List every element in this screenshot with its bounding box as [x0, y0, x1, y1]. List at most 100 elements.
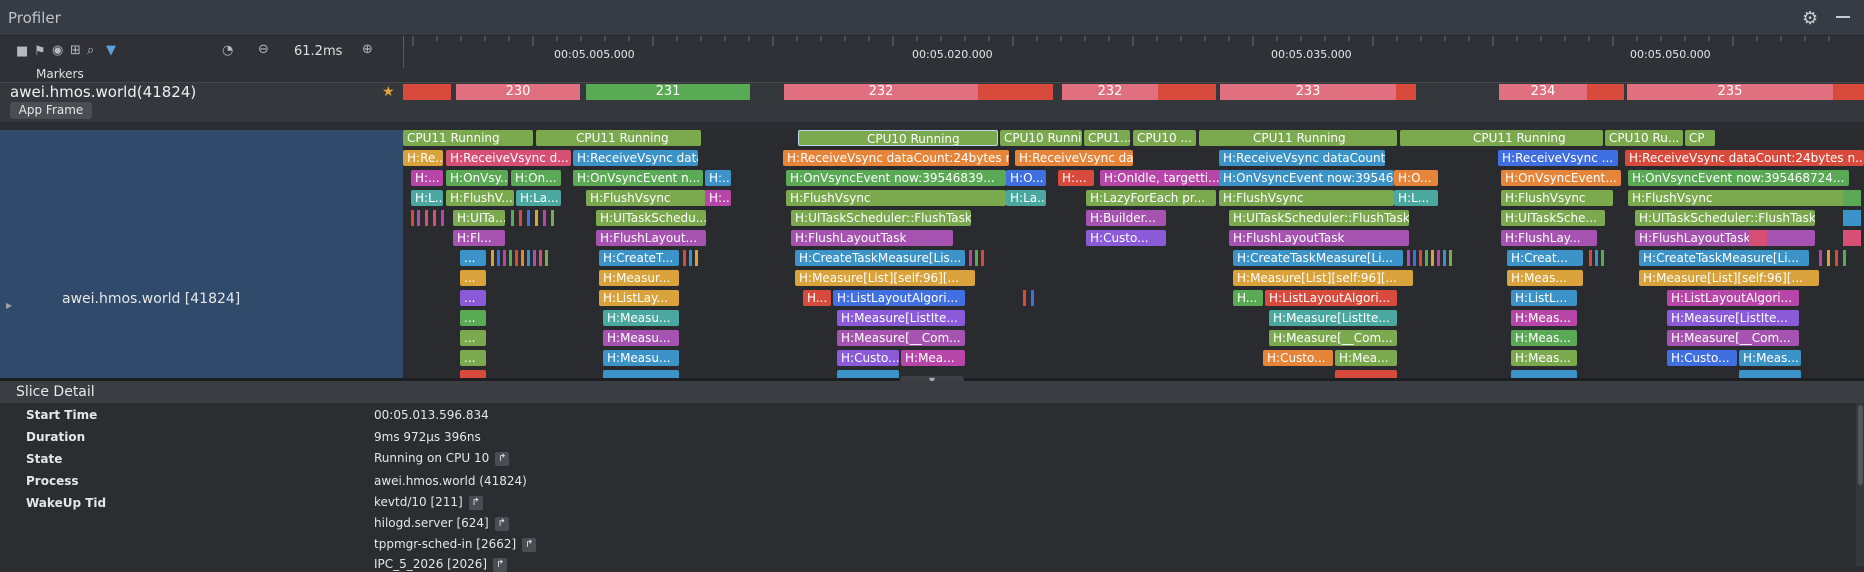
trace-slice[interactable]: H:ReceiveVsync dataCo...: [573, 150, 698, 166]
trace-slice[interactable]: ...: [460, 330, 486, 346]
trace-slice[interactable]: H:FlushLayout...: [596, 230, 706, 246]
trace-slice[interactable]: H:Measu...: [603, 330, 679, 346]
cpu-state-slice[interactable]: CPU11 Running: [403, 130, 533, 146]
trace-slice[interactable]: ...: [460, 310, 486, 326]
trace-slice[interactable]: H:ReceiveVsync dataCount:24bytes n...: [1625, 150, 1864, 166]
trace-slice[interactable]: H:OnVsy...: [446, 170, 508, 186]
trace-slice[interactable]: H:CreateTaskMeasure[Li...: [1233, 250, 1403, 266]
trace-slice[interactable]: H:OnIdle, targetti...: [1100, 170, 1220, 186]
jump-arrow-icon[interactable]: ↱: [495, 451, 510, 466]
trace-slice[interactable]: H:L...: [1394, 190, 1438, 206]
trace-slice[interactable]: H:CreateT...: [599, 250, 679, 266]
detail-scroll-thumb[interactable]: [1858, 405, 1863, 485]
trace-slice[interactable]: H:FlushVsync: [1219, 190, 1394, 206]
trace-slice[interactable]: H:UITaskScheduler::FlushTask: [791, 210, 971, 226]
export-icon[interactable]: ⊞: [70, 43, 81, 58]
trace-slice[interactable]: H...: [803, 290, 831, 306]
zoom-out-icon[interactable]: ⊖: [258, 42, 269, 57]
frame-bar[interactable]: 235: [1627, 84, 1833, 100]
search-icon[interactable]: ⌕: [87, 43, 95, 58]
trace-slice[interactable]: [603, 370, 679, 378]
trace-slice[interactable]: H:ReceiveVsync d...: [446, 150, 571, 166]
frame-bar[interactable]: 232: [784, 84, 978, 100]
star-icon[interactable]: ★: [382, 84, 395, 100]
expand-triangle-icon[interactable]: ▶: [6, 301, 13, 310]
cpu-state-slice[interactable]: CPU1...: [1084, 130, 1130, 146]
trace-slice[interactable]: H:...: [411, 170, 443, 186]
trace-slice[interactable]: H:OnVsyncEvent n...: [573, 170, 703, 186]
zoom-in-icon[interactable]: ⊕: [362, 42, 373, 57]
trace-slice[interactable]: [1511, 370, 1577, 378]
cpu-state-slice[interactable]: CPU10 ...: [1133, 130, 1196, 146]
reset-zoom-icon[interactable]: ◔: [222, 43, 234, 58]
trace-slice[interactable]: ...: [460, 350, 486, 366]
trace-slice[interactable]: H:Measure[List][self:96][...: [1639, 270, 1819, 286]
trace-slice[interactable]: H:OnVsyncEvent now:39546839...: [786, 170, 1006, 186]
trace-slice[interactable]: ...: [460, 250, 486, 266]
frame-bar[interactable]: [1158, 84, 1216, 100]
cpu-state-slice[interactable]: CPU10 Runni...: [1000, 130, 1082, 146]
trace-slice[interactable]: H:Measure[ListIte...: [1269, 310, 1397, 326]
trace-slice[interactable]: H:Meas...: [1511, 330, 1577, 346]
trace-slice[interactable]: H:ListLayoutAlgori...: [1265, 290, 1397, 306]
cpu-state-slice-selected[interactable]: CPU10 Running: [798, 130, 998, 146]
trace-slice[interactable]: H:ReceiveVsync dataCount:24bytes no...: [1219, 150, 1385, 166]
trace-slice[interactable]: H:FlushVsync: [586, 190, 706, 206]
frame-bar[interactable]: 230: [456, 84, 580, 100]
jump-arrow-icon[interactable]: ↱: [468, 495, 483, 510]
cpu-state-slice[interactable]: CPU11 Running: [1400, 130, 1603, 146]
trace-slice[interactable]: H:OnVsyncEvent now:395468724...: [1628, 170, 1849, 186]
cpu-state-slice[interactable]: CP: [1685, 130, 1715, 146]
trace-slice[interactable]: H:UITaskScheduler::FlushTask: [1635, 210, 1815, 226]
trace-slice[interactable]: H:UITaskSche...: [1501, 210, 1605, 226]
trace-slice[interactable]: H:ListLayoutAlgori...: [1667, 290, 1799, 306]
record-icon[interactable]: ◉: [52, 43, 64, 58]
flag-icon[interactable]: ⚑: [34, 44, 46, 59]
trace-slice[interactable]: H:OnVsyncEvent now:39546855...: [1219, 170, 1394, 186]
trace-slice[interactable]: [460, 370, 486, 378]
trace-slice[interactable]: H:...: [705, 190, 731, 206]
trace-slice[interactable]: H:Measure[List][self:96][...: [1233, 270, 1413, 286]
trace-slice[interactable]: H:Meas...: [1511, 310, 1577, 326]
trace-slice[interactable]: H:UITa...: [453, 210, 505, 226]
trace-slice[interactable]: H:Measu...: [603, 310, 679, 326]
drag-handle[interactable]: ▼: [900, 376, 964, 385]
trace-slice[interactable]: H:ListL...: [1511, 290, 1577, 306]
trace-slice[interactable]: H:Builder...: [1086, 210, 1166, 226]
trace-slice[interactable]: H:Measur...: [599, 270, 679, 286]
jump-arrow-icon[interactable]: ↱: [493, 557, 508, 572]
trace-slice[interactable]: H:FlushVsync: [786, 190, 1006, 206]
trace-slice[interactable]: H:Meas...: [1739, 350, 1801, 366]
trace-slice[interactable]: H:Measure[ListIte...: [1667, 310, 1799, 326]
trace-slice[interactable]: H:L...: [411, 190, 443, 206]
trace-slice[interactable]: H:Measure[ListIte...: [837, 310, 965, 326]
trace-slice[interactable]: H:Meas...: [1507, 270, 1583, 286]
trace-slice[interactable]: H:O...: [1394, 170, 1438, 186]
thread-track[interactable]: CPU11 Running CPU11 Running CPU10 Runnin…: [403, 130, 1864, 378]
trace-slice[interactable]: H:FlushLayoutTask: [791, 230, 953, 246]
trace-slice[interactable]: H:ListLay...: [599, 290, 679, 306]
trace-slice[interactable]: H:ReceiveVsync ...: [1498, 150, 1618, 166]
cpu-state-slice[interactable]: CPU11 Running: [1199, 130, 1397, 146]
trace-slice[interactable]: H:Measure[__Com...: [837, 330, 965, 346]
trace-slice[interactable]: H:Mea...: [1335, 350, 1397, 366]
trace-slice[interactable]: H:ReceiveVsync dataCount:24bytes now:...: [783, 150, 1009, 166]
trace-slice[interactable]: H:UITaskSchedu...: [596, 210, 706, 226]
trace-slice[interactable]: H:...: [1058, 170, 1094, 186]
trace-slice[interactable]: H:FlushV...: [446, 190, 514, 206]
trace-slice[interactable]: H:Fl...: [453, 230, 505, 246]
thread-row-header[interactable]: [0, 130, 403, 378]
trace-slice[interactable]: H:FlushLayoutTask: [1635, 230, 1815, 246]
cpu-state-slice[interactable]: CPU10 Ru...: [1605, 130, 1683, 146]
trace-slice[interactable]: ...: [460, 290, 486, 306]
frame-bar[interactable]: [1587, 84, 1624, 100]
stop-icon[interactable]: ■: [16, 44, 29, 59]
trace-slice[interactable]: [1739, 370, 1801, 378]
trace-slice[interactable]: [1335, 370, 1397, 378]
frame-bar[interactable]: [1833, 84, 1864, 100]
frame-bar[interactable]: [1396, 84, 1416, 100]
trace-slice[interactable]: H:Re...: [403, 150, 443, 166]
frame-bar[interactable]: 232: [1062, 84, 1158, 100]
trace-slice[interactable]: H:FlushVsync: [1628, 190, 1849, 206]
trace-slice[interactable]: H:La...: [1006, 190, 1046, 206]
